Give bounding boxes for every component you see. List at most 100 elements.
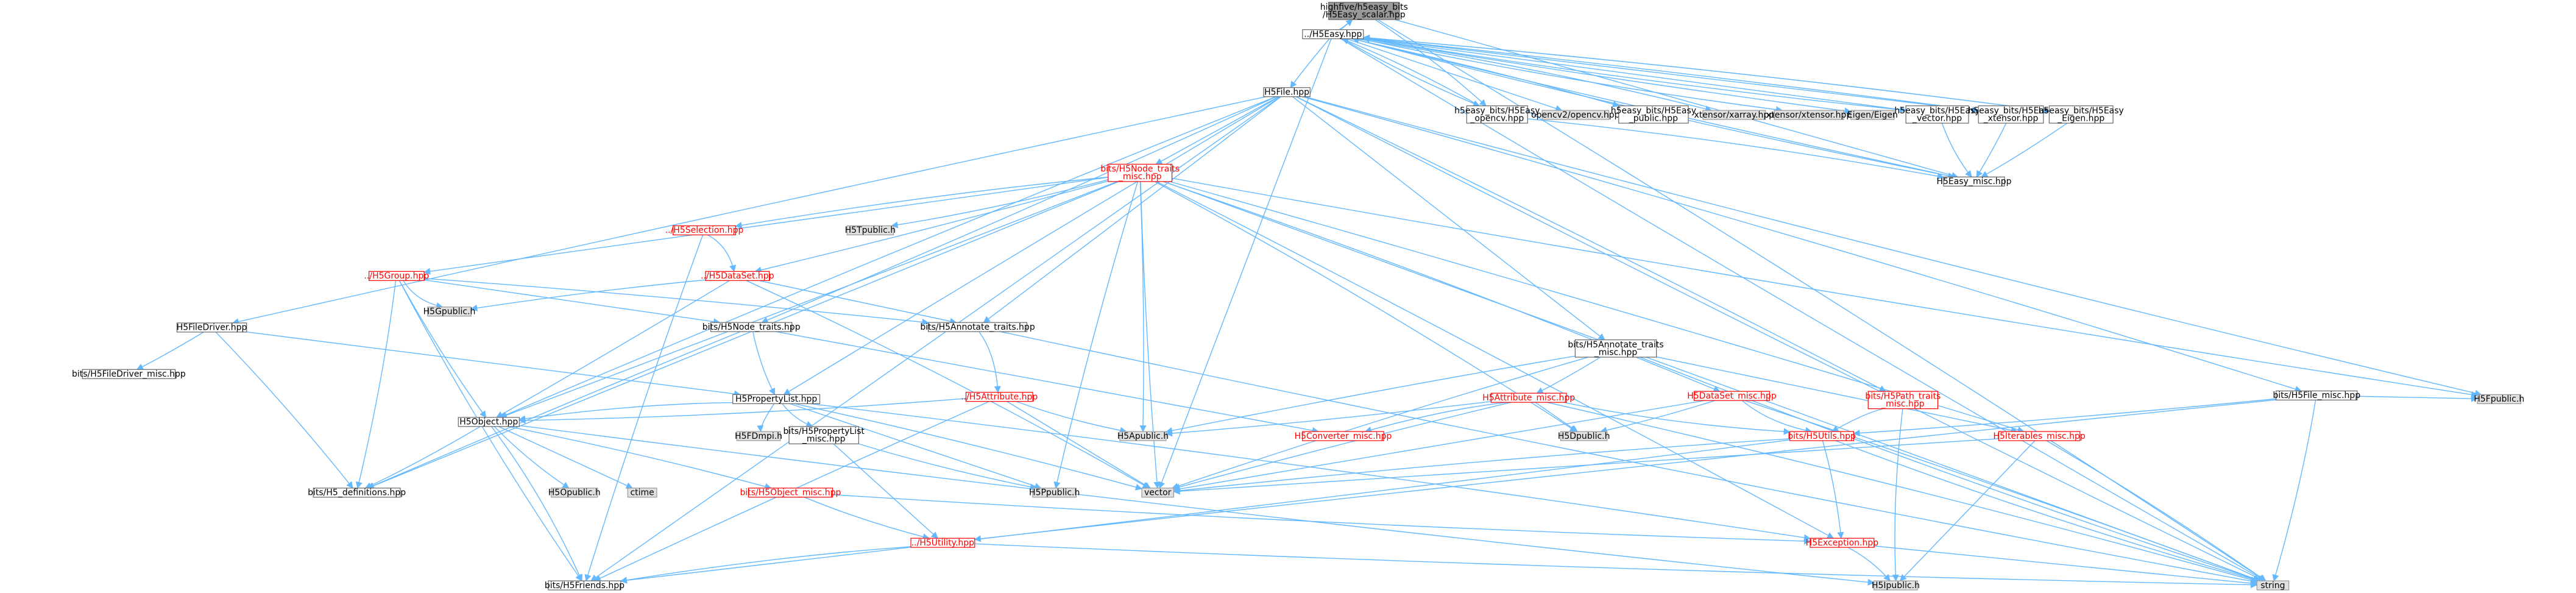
node-pathtraitsmisc[interactable]: bits/H5Path_traits_misc.hpp — [1865, 391, 1941, 410]
node-label: bits/H5Object_misc.hpp — [740, 488, 841, 498]
nodes-layer: highfive/h5easy_bits/H5Easy_scalar.hpp..… — [72, 2, 2524, 591]
edge-nodetraitsmisc-to-ppublic — [1053, 181, 1139, 489]
edge-dataset-to-vector — [746, 280, 1150, 489]
include-edge — [1292, 96, 1605, 341]
node-proplistmisc[interactable]: bits/H5PropertyList_misc.hpp — [783, 426, 865, 444]
node-label: h5easy_bits/H5Easy_Eigen.hpp — [2039, 106, 2124, 124]
node-exception[interactable]: H5Exception.hpp — [1806, 538, 1879, 548]
edge-nodetraitsmisc-to-vector — [1140, 181, 1161, 489]
edge-annotatetraitsmisc-to-attributemisc — [1536, 357, 1601, 394]
node-label: bits/H5Annotate_traits_misc.hpp — [1568, 340, 1663, 358]
node-label-line: H5Fpublic.h — [2474, 394, 2524, 404]
include-edge — [1362, 35, 1979, 112]
edge-h5file-to-nodetraits — [761, 96, 1277, 324]
edge-h5easy-to-vectorb — [1363, 38, 1907, 113]
node-annotatetraits[interactable]: bits/H5Annotate_traits.hpp — [920, 322, 1035, 332]
node-box — [2276, 390, 2358, 401]
edge-nodetraitsmisc-to-group — [423, 177, 1108, 275]
node-selection[interactable]: ../H5Selection.hpp — [665, 225, 744, 235]
node-h5easy[interactable]: ../H5Easy.hpp — [1302, 29, 1364, 39]
node-filedriver[interactable]: H5FileDriver.hpp — [176, 322, 247, 333]
include-edge — [1173, 402, 1512, 491]
node-label-line: bits/H5FileDriver_misc.hpp — [72, 369, 186, 379]
node-eigenb[interactable]: h5easy_bits/H5Easy_Eigen.hpp — [2039, 105, 2124, 124]
include-edge — [1140, 181, 1161, 489]
include-edge — [1941, 123, 1972, 178]
node-box — [82, 369, 176, 379]
include-edge — [398, 280, 582, 581]
node-label-line: bits/H5Node_traits.hpp — [702, 322, 801, 332]
node-label: vector — [1144, 488, 1172, 498]
edge-datasetmisc-to-string — [1744, 400, 2261, 582]
node-misc[interactable]: H5Easy_misc.hpp — [1937, 176, 2012, 186]
node-label-line: bits/H5Node_traits — [1100, 165, 1180, 174]
node-objectmisc[interactable]: bits/H5Object_misc.hpp — [740, 488, 841, 498]
edge-h5easy-to-xarray — [1355, 38, 1713, 113]
node-proplist[interactable]: H5PropertyList.hpp — [732, 394, 821, 404]
edge-utility-to-friends — [620, 546, 911, 584]
edge-filemisc-to-utility — [974, 399, 2276, 542]
node-fpublic: H5Fpublic.h — [2474, 394, 2524, 404]
include-edge — [1835, 440, 2260, 583]
node-filedrivermisc[interactable]: bits/H5FileDriver_misc.hpp — [72, 369, 186, 379]
include-edge — [1173, 438, 1790, 494]
edge-pathtraitsmisc-to-h5utils — [1831, 408, 1884, 432]
include-edge — [519, 425, 1875, 586]
include-edge — [1172, 177, 2479, 398]
node-friends[interactable]: bits/H5Friends.hpp — [545, 580, 625, 591]
edge-proplistmisc-to-ppublic — [858, 443, 1037, 491]
edge-attributemisc-to-dpublic — [1535, 402, 1578, 432]
node-definitions[interactable]: bits/H5_definitions.hpp — [308, 488, 406, 498]
edge-opencv-to-h5easy — [1342, 38, 1480, 107]
node-label: h5easy_bits/H5Easy_vector.hpp — [1894, 106, 1980, 124]
include-edge — [1536, 357, 1601, 394]
node-utility[interactable]: ../H5Utility.hpp — [910, 538, 975, 548]
node-h5file[interactable]: H5File.hpp — [1263, 87, 1311, 97]
include-edge — [1295, 96, 1886, 392]
node-filemisc[interactable]: bits/H5File_misc.hpp — [2273, 390, 2360, 401]
node-label: ../H5Attribute.hpp — [961, 392, 1038, 402]
node-vectorb[interactable]: h5easy_bits/H5Easy_vector.hpp — [1894, 105, 1980, 124]
node-nodetraitsmisc[interactable]: bits/H5Node_traits_misc.hpp — [1100, 163, 1180, 182]
node-dataset[interactable]: ../H5DataSet.hpp — [701, 271, 774, 281]
node-attribute[interactable]: ../H5Attribute.hpp — [961, 392, 1038, 402]
node-label-line: _opencv.hpp — [1470, 113, 1524, 123]
node-datasetmisc[interactable]: H5DataSet_misc.hpp — [1687, 391, 1777, 401]
node-label: ../H5Group.hpp — [364, 271, 429, 281]
edge-eigenb-to-h5easy — [1362, 34, 2050, 112]
node-box — [732, 394, 821, 404]
node-label-line: H5File.hpp — [1264, 87, 1309, 97]
include-edge — [246, 331, 741, 397]
node-opencv[interactable]: h5easy_bits/H5Easy_opencv.hpp — [1454, 105, 1540, 124]
node-converter[interactable]: H5Converter_misc.hpp — [1295, 431, 1392, 441]
node-annotatetraitsmisc[interactable]: bits/H5Annotate_traits_misc.hpp — [1568, 339, 1664, 358]
node-h5utils[interactable]: bits/H5Utils.hpp — [1788, 431, 1856, 441]
node-group[interactable]: ../H5Group.hpp — [364, 271, 429, 281]
node-label-line: Eigen/Eigen — [1847, 110, 1898, 120]
node-box — [176, 322, 247, 333]
node-label-line: H5FDmpi.h — [735, 431, 782, 441]
node-xtensorb[interactable]: h5easy_bits/H5Easy_xtensor.hpp — [1968, 105, 2054, 124]
edge-h5easy-to-opencv — [1342, 38, 1481, 107]
edge-iterables-to-string — [2046, 440, 2266, 581]
node-label: ctime — [630, 488, 654, 498]
include-edge — [735, 176, 1108, 229]
edge-scalar-to-string — [1377, 19, 2266, 581]
node-attributemisc[interactable]: H5Attribute_misc.hpp — [1482, 392, 1575, 403]
edge-h5easy-to-vector — [1158, 38, 1332, 489]
node-object[interactable]: H5Object.hpp — [458, 417, 520, 427]
node-label: H5Apublic.h — [1117, 431, 1169, 441]
include-edge — [424, 278, 929, 326]
edge-group-to-gpublic — [403, 280, 444, 310]
edge-nodetraitsmisc-to-tpublic — [891, 179, 1108, 229]
node-label-line: ../H5Selection.hpp — [665, 225, 744, 235]
node-label-line: _xtensor.hpp — [1983, 113, 2039, 123]
node-nodetraits[interactable]: bits/H5Node_traits.hpp — [702, 322, 801, 332]
node-public[interactable]: h5easy_bits/H5Easy_public.hpp — [1611, 105, 1696, 124]
node-iterables[interactable]: H5Iterables_misc.hpp — [1994, 431, 2086, 441]
edge-attributemisc-to-vector — [1173, 402, 1512, 491]
node-label-line: H5Tpublic.h — [845, 225, 896, 235]
include-edge — [1395, 19, 1959, 179]
include-edge — [367, 331, 741, 489]
include-edge — [974, 543, 2258, 589]
